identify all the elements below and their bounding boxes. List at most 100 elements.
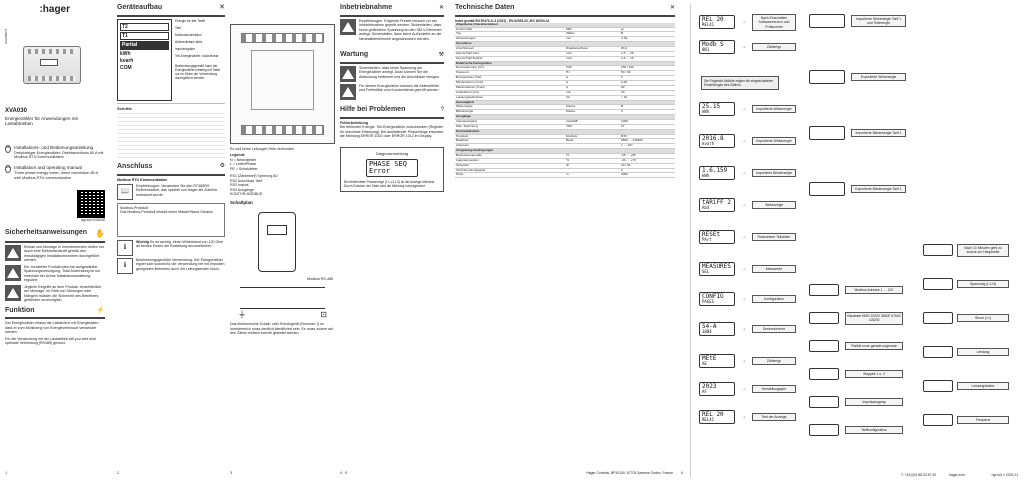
- legend-line: Legende: [230, 153, 245, 158]
- lcd-display: [923, 346, 953, 358]
- spec-cell: Typ: [455, 32, 565, 38]
- function-text: Der Energiezähler erfasst die Lastströme…: [5, 321, 100, 335]
- hilfe-sub: Fehlerbehebung: [340, 120, 368, 125]
- product-display: [40, 59, 58, 66]
- spec-cell: VDC: [565, 124, 621, 130]
- spec-cell: 9600 … 115200: [620, 138, 675, 145]
- measure-step: Spannung (L1-N): [923, 278, 1009, 290]
- spec-cell: 50 / 60: [620, 70, 675, 77]
- lcd-line: REL41: [702, 22, 715, 28]
- spec-cell: [620, 129, 675, 135]
- lcd-display: [923, 312, 953, 324]
- spec-cell: 0,25: [620, 80, 675, 86]
- spec-cell: Querschnitt flexibel: [455, 56, 565, 62]
- spec-cell: VA: [565, 95, 621, 101]
- spec-cell: Wirkenergie: [455, 104, 565, 111]
- hilfe-title: Hilfe bei Problemen: [340, 105, 406, 113]
- lcd-line-1: PHASE SEQ: [369, 159, 407, 168]
- flow-label: Tarifanzeige: [752, 200, 796, 210]
- config-step: Tarifkonfiguration: [809, 424, 903, 436]
- product-description: Energiezähler für Anwendungen mit Lastab…: [5, 115, 78, 127]
- repair-warning: Für diesen Energiezähler müssen die Able…: [340, 83, 444, 100]
- lcd-line: 8N1: [702, 47, 710, 52]
- list-item: KONTOR-MODBUS: [230, 192, 263, 197]
- flow-label: Importierte Blindenergie: [752, 168, 796, 178]
- spec-cell: 5: [620, 75, 675, 82]
- terminal-row-bottom: [241, 125, 324, 135]
- spec-section-row: Elektrische Kenngrößen: [455, 61, 675, 67]
- spec-cell: Lagertemperatur: [455, 158, 565, 164]
- spec-cell: mA: [565, 90, 621, 96]
- spec-row: Betriebstemperatur°C-25 … +55: [455, 153, 675, 159]
- spec-cell: Imp/kWh: [565, 119, 621, 125]
- page-number: 2: [117, 470, 120, 475]
- flow-label: Exportierte Wirkenergie: [851, 72, 906, 82]
- schaltplan-title: Schaltplan: [230, 199, 253, 205]
- spec-cell: [565, 143, 621, 150]
- product-code: XVA030: [5, 108, 27, 114]
- spec-cell: A: [565, 80, 621, 86]
- flow-label: Zählertyp: [752, 356, 796, 366]
- key-com: COM: [120, 65, 132, 71]
- legend-6: Teil-Energiezähler, rücksetzbar: [175, 53, 219, 58]
- lcd-line: kvarh: [702, 141, 715, 146]
- spec-cell: [620, 61, 675, 67]
- warning-triangle-icon: [5, 244, 21, 261]
- lcd-line-2: Error: [369, 166, 391, 175]
- info-icon: ℹ: [117, 239, 133, 256]
- spec-cell: Modbus: [565, 134, 621, 140]
- modbus-recommendation: 📖Empfehlungen: Verwenden Sie den RT485RH…: [117, 183, 225, 200]
- lcd-line: REL 20: [702, 16, 724, 24]
- divider: [340, 116, 444, 119]
- cable-lines: [240, 287, 325, 310]
- lcd-line: RESEt: [702, 231, 721, 238]
- measure-step: Frequenz: [923, 414, 1009, 426]
- page-number: 3: [230, 470, 233, 475]
- front-panel-diagram: T2 T1 Partial kWh kvarh COM: [117, 18, 172, 101]
- spec-cell: Kommunikation: [455, 129, 565, 135]
- flow-step: Exportierte Blindenergie Tarif 1: [809, 182, 906, 196]
- flag-de-icon: DE: [5, 144, 12, 153]
- arrow-right-icon: →: [741, 137, 746, 144]
- column-device: Geräteaufbau ✕ T2 T1 Partial kWh kvarh C…: [117, 4, 225, 477]
- spec-cell: [620, 100, 675, 106]
- warning-triangle-icon: [5, 284, 21, 301]
- qr-code[interactable]: [77, 190, 105, 219]
- spec-cell: Bezugsstrom (Iref): [455, 75, 565, 82]
- page-number: 5: [345, 470, 348, 475]
- diagnosis-box: Diagnosemeldung PHASE SEQ Error Bei fehl…: [340, 146, 444, 192]
- spec-cell: Adressen: [455, 143, 565, 150]
- spec-cell: °C: [565, 153, 621, 159]
- spec-cell: 1,5 … 25: [620, 51, 675, 57]
- meter-icon: ⚡: [96, 306, 105, 314]
- spec-cell: [620, 114, 675, 120]
- legend-3: Modbuskonnektion: [175, 32, 202, 37]
- spec-cell: -40 … +70: [620, 158, 675, 164]
- spec-cell: Anlaufstrom (Ist): [455, 90, 565, 96]
- socket-icon: ⊡: [320, 310, 327, 320]
- page-number: 1: [5, 470, 8, 475]
- spec-cell: 1,5 … 16: [620, 56, 675, 62]
- spec-cell: Anschluss: [455, 41, 565, 48]
- spec-cell: < 10: [620, 95, 675, 101]
- spec-cell: Zähler: [565, 32, 621, 38]
- lcd-line: 54-A: [702, 323, 717, 330]
- spec-cell: RTU: [620, 134, 675, 140]
- info-box: Die Folgende Abläufe zeigen die eingesch…: [701, 76, 779, 90]
- spec-cell: Umgebungsbedingungen: [455, 148, 565, 154]
- spec-cell: 80: [620, 85, 675, 91]
- spec-cell: °C: [565, 158, 621, 164]
- wiring-diagram: [230, 24, 335, 144]
- spec-cell: 20: [620, 90, 675, 96]
- divider: [5, 240, 105, 243]
- flow-step: Importierte Blindenergie Tarif 1: [809, 126, 906, 140]
- list-item: RS3 Impuls: [230, 183, 249, 188]
